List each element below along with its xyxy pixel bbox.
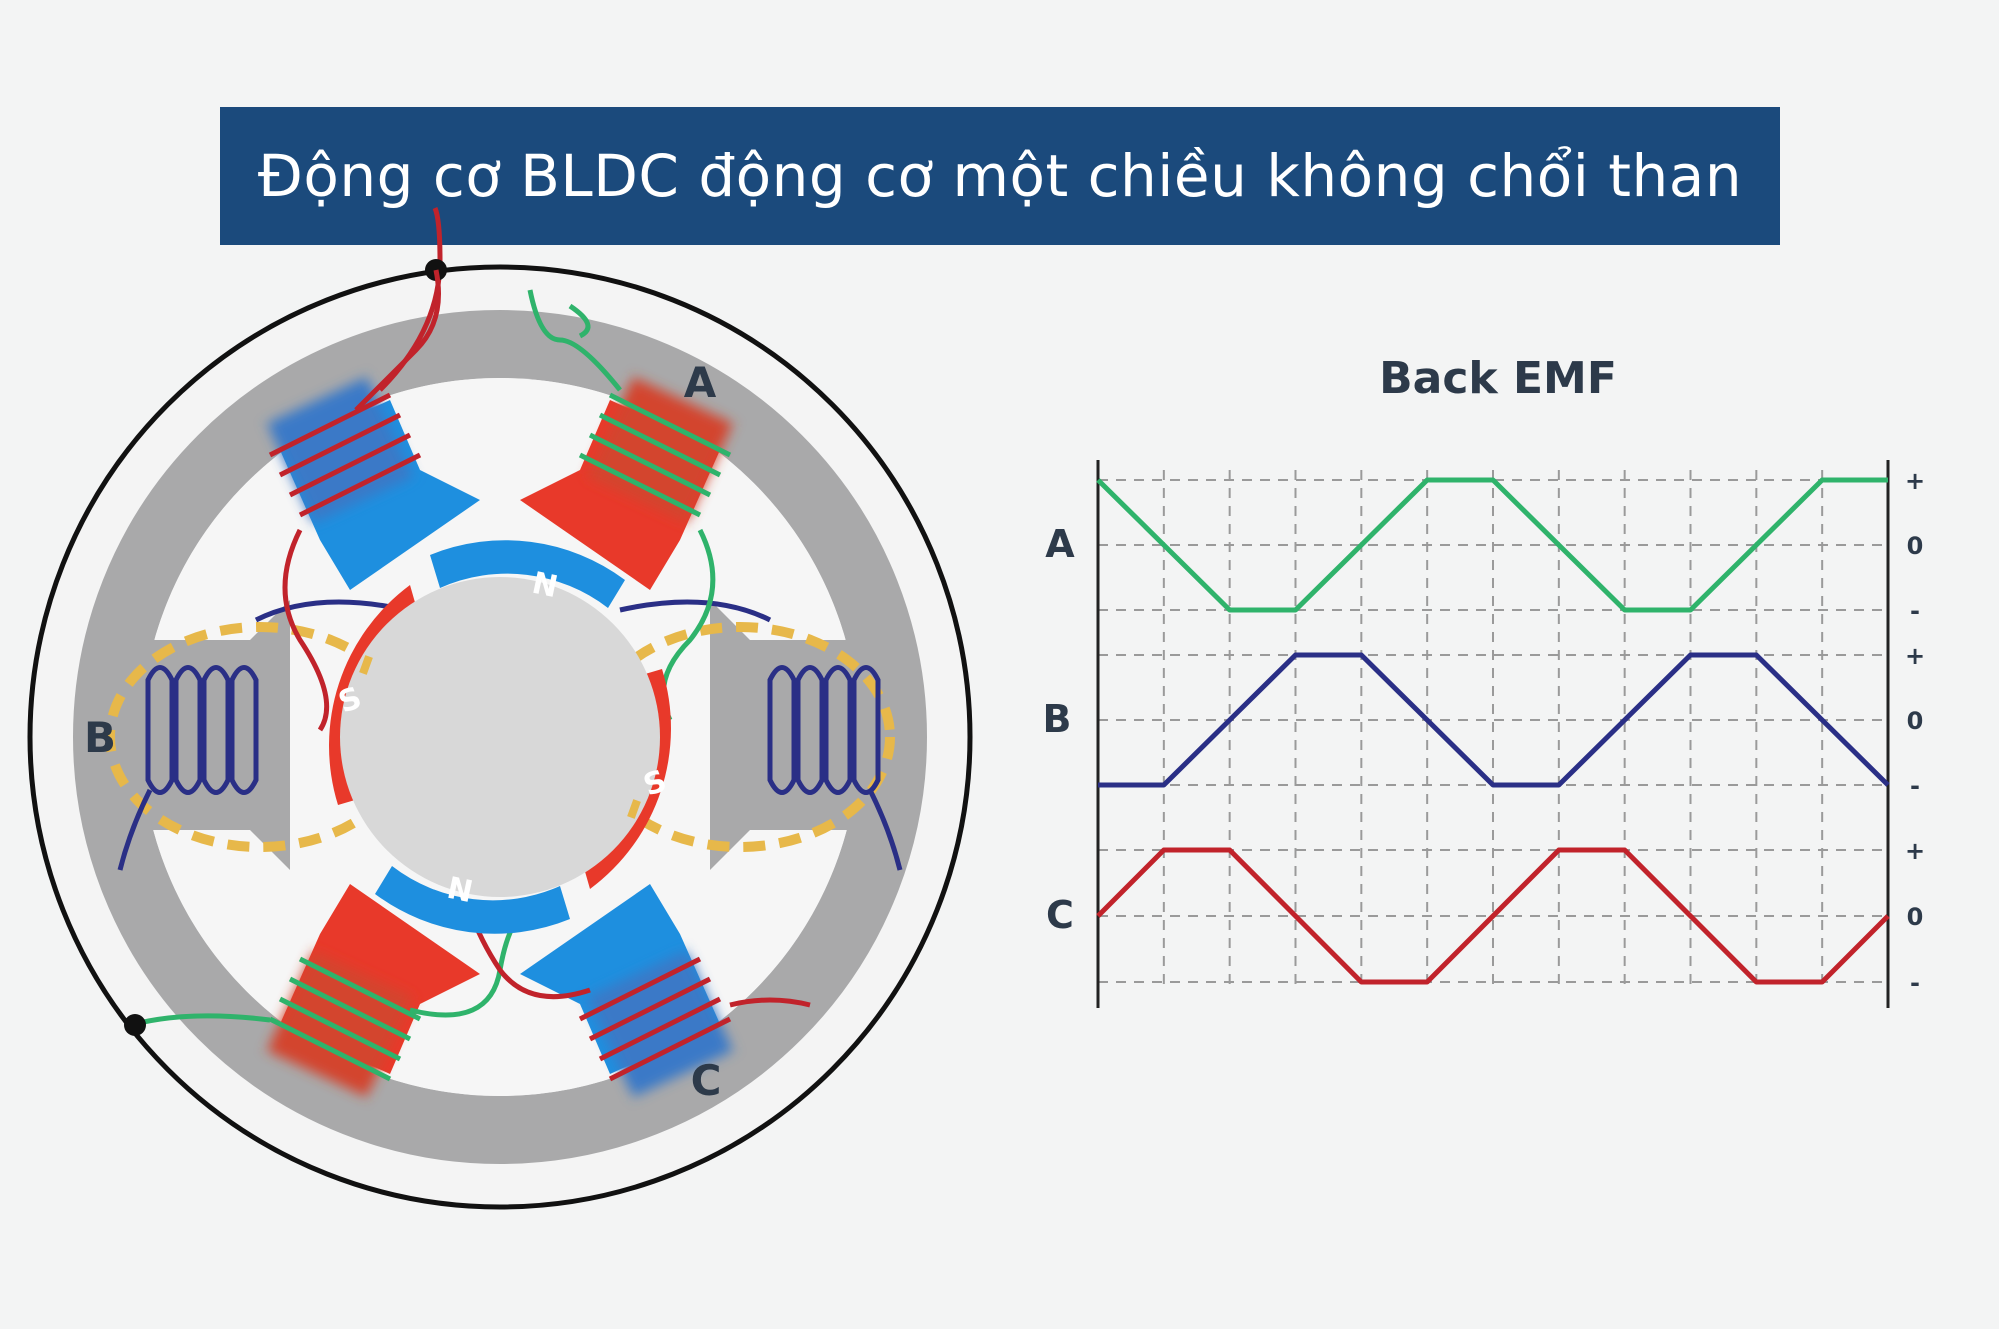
phase-label-c: C — [691, 1056, 722, 1105]
tick-label: - — [1910, 772, 1920, 800]
chart-title: Back EMF — [1379, 353, 1617, 404]
stator-pole-upper-left — [266, 207, 480, 732]
label-layer: A +0 - B +0 - C +0 - — [1043, 467, 1926, 997]
tick-label: + — [1905, 467, 1925, 495]
terminal-bottom-left — [124, 1014, 146, 1036]
series-layer — [1096, 477, 1890, 985]
phase-label-b: B — [84, 713, 116, 762]
series-line-c — [1096, 847, 1890, 985]
phase-label-a: A — [684, 358, 717, 407]
stator-pole-lower-right — [467, 884, 811, 1098]
tick-label: - — [1910, 597, 1920, 625]
row-label-a: A — [1045, 522, 1075, 566]
stator-pole-upper-right — [520, 289, 734, 722]
bldc-motor-diagram: N N S S A B C — [27, 207, 973, 1210]
row-label-b: B — [1043, 697, 1072, 741]
rotor-core — [340, 577, 660, 897]
series-line-b — [1098, 652, 1890, 788]
back-emf-chart: Back EMF A +0 - B +0 - C +0 - — [1043, 353, 1926, 1008]
tick-label: 0 — [1907, 707, 1924, 735]
page-title: Động cơ BLDC động cơ một chiều không chổ… — [257, 142, 1743, 210]
stator-pole-lower-left — [134, 884, 541, 1098]
rotor-pole-n-bottom — [375, 866, 570, 934]
tick-label: + — [1905, 642, 1925, 670]
rotor: N N S S — [329, 540, 671, 934]
row-label-c: C — [1046, 893, 1074, 937]
coil-b-left — [117, 599, 407, 871]
tick-label: + — [1905, 837, 1925, 865]
tick-label: - — [1910, 969, 1920, 997]
rotor-pole-n-top — [430, 540, 625, 608]
coil-b-right — [619, 599, 903, 871]
series-line-a — [1096, 477, 1888, 613]
tick-label: 0 — [1907, 903, 1924, 931]
tick-label: 0 — [1907, 532, 1924, 560]
title-banner: Động cơ BLDC động cơ một chiều không chổ… — [220, 107, 1780, 245]
